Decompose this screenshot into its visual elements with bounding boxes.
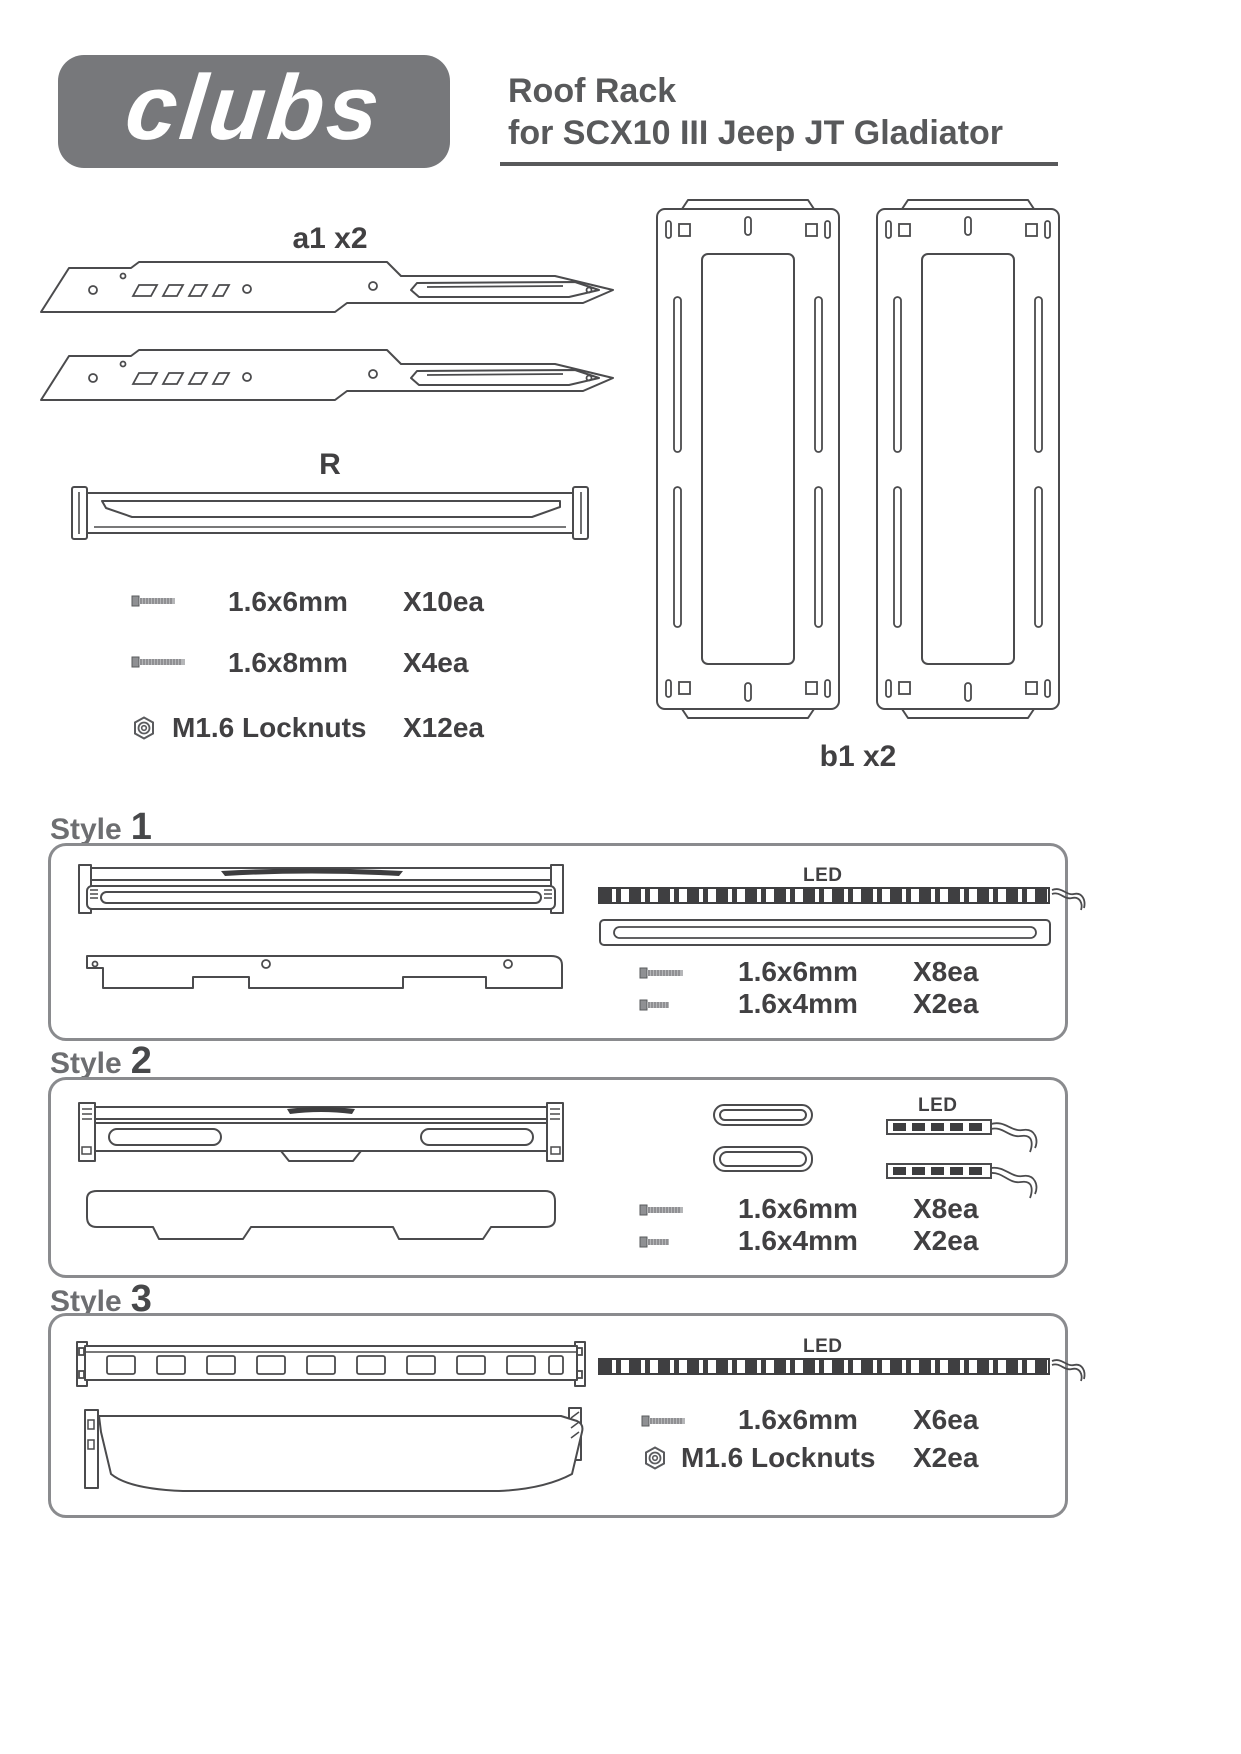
hardware-size: 1.6x8mm [228, 647, 348, 678]
screw-icon [131, 656, 185, 668]
b1-label: b1 x2 [819, 740, 897, 773]
hardware-qty: X10ea [403, 586, 484, 617]
led-wire-drawing [1051, 888, 1086, 911]
hardware-qty: X12ea [403, 712, 484, 743]
led-label: LED [803, 865, 843, 886]
clubs-logo: clubs [58, 55, 450, 168]
hardware-qty: X2ea [913, 988, 979, 1019]
led-strips-drawing [886, 1119, 1038, 1199]
led-strip-drawing [598, 887, 1050, 904]
led-channel-drawing [599, 919, 1051, 946]
led-label: LED [803, 1336, 843, 1357]
screw-icon [639, 999, 669, 1011]
style-label-number: 1 [130, 806, 152, 848]
hardware-size: 1.6x6mm [738, 956, 858, 987]
hardware-size: 1.6x6mm [738, 1404, 858, 1435]
led-wire-drawing [1051, 1359, 1086, 1382]
style-3-rack-drawing [76, 1341, 586, 1492]
screw-icon [639, 1236, 669, 1248]
hardware-qty: X8ea [913, 1193, 979, 1224]
style-1-rack-drawing [78, 864, 564, 989]
a1-label: a1 x2 [292, 222, 368, 255]
style-3-section: LED 1.6x6mm X6ea M1.6 Locknuts X2ea [48, 1313, 1086, 1518]
r-bar-drawing [71, 486, 589, 540]
style-2-section: LED 1.6x6mm X8ea [48, 1077, 1068, 1278]
a1-rail-drawing [40, 349, 614, 401]
title-line-2: for SCX10 III Jeep JT Gladiator [508, 114, 1004, 152]
b1-frame-drawing [656, 199, 840, 719]
hardware-qty: X6ea [913, 1404, 979, 1435]
style-2-rack-drawing [78, 1102, 564, 1240]
hardware-qty: X4ea [403, 647, 469, 678]
b1-frame-drawing [876, 199, 1060, 719]
hardware-size: M1.6 Locknuts [172, 712, 367, 743]
hardware-size: 1.6x6mm [228, 586, 348, 617]
hardware-qty: X2ea [913, 1225, 979, 1256]
style-2-lens-parts-drawing [713, 1104, 813, 1172]
title-line-1: Roof Rack [508, 72, 677, 110]
screw-icon [639, 967, 683, 979]
hardware-qty: X8ea [913, 956, 979, 987]
hardware-size: 1.6x4mm [738, 988, 858, 1019]
logo-text: clubs [121, 56, 388, 159]
screw-icon [131, 595, 175, 607]
hardware-qty: X2ea [913, 1442, 979, 1473]
led-label: LED [918, 1095, 958, 1116]
style-label-prefix: Style [50, 813, 122, 846]
r-label: R [319, 448, 341, 481]
style-1-section: LED 1.6x6mm X8ea 1.6x4mm X2ea [48, 843, 1086, 1041]
style-label-prefix: Style [50, 1285, 122, 1318]
title-underline [500, 162, 1058, 166]
locknut-icon [645, 1446, 665, 1470]
style-label-prefix: Style [50, 1047, 122, 1080]
style-label-number: 3 [130, 1278, 152, 1320]
hardware-size: 1.6x4mm [738, 1225, 858, 1256]
a1-rail-drawing [40, 261, 614, 313]
style-label-number: 2 [130, 1040, 152, 1082]
screw-icon [641, 1415, 685, 1427]
hardware-size: 1.6x6mm [738, 1193, 858, 1224]
screw-icon [639, 1204, 683, 1216]
led-strip-drawing [598, 1358, 1050, 1375]
locknut-icon [134, 716, 154, 740]
hardware-size: M1.6 Locknuts [681, 1442, 876, 1473]
